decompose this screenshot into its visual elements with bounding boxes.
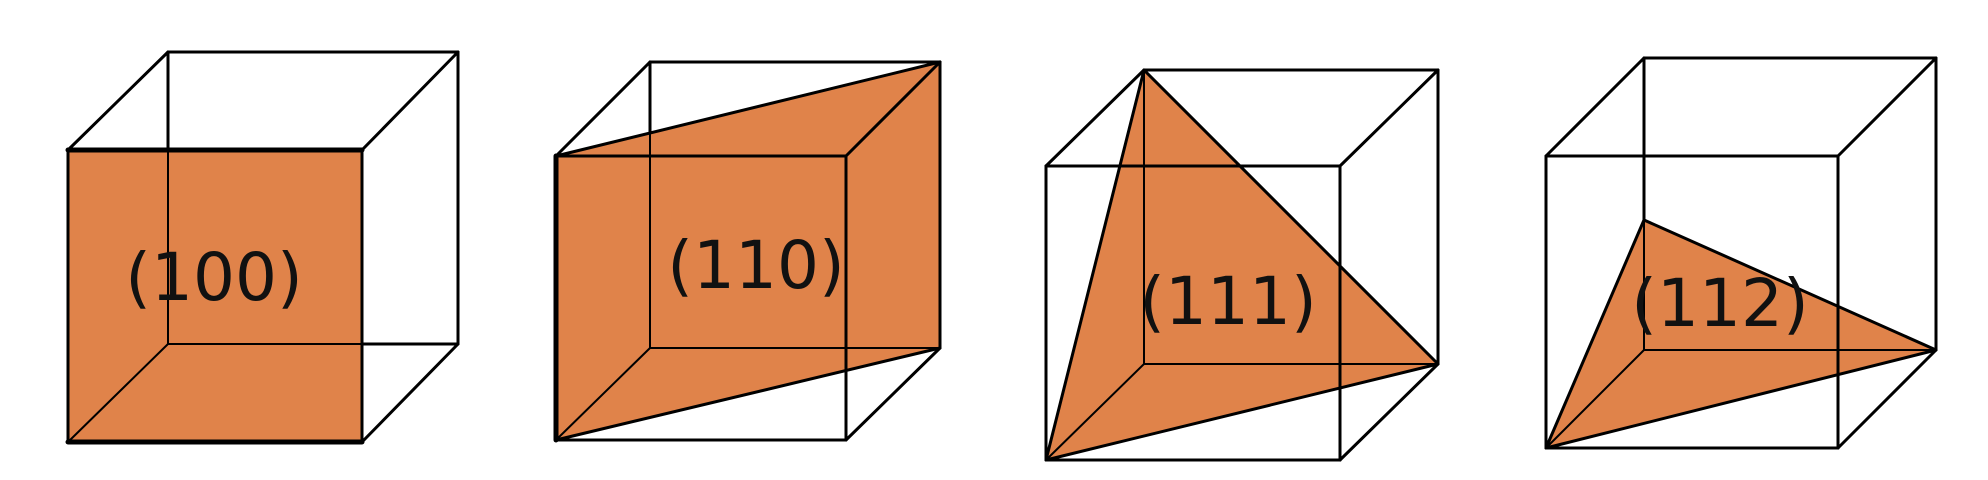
cube-100-label: (100) (125, 239, 302, 316)
cube-110-diagonal-edge (844, 60, 942, 158)
cube-100-hidden-edge (67, 343, 169, 443)
cube-112: (112) (1544, 56, 1938, 450)
cube-112-depth-edge (1836, 348, 1938, 450)
cube-100-depth-edge (360, 50, 460, 152)
cube-112-hidden-edge (1545, 349, 1645, 449)
cube-111-label: (111) (1139, 263, 1316, 340)
cube-111: (111) (1044, 68, 1440, 462)
cube-112-label: (112) (1631, 265, 1808, 342)
cube-100-depth-edge (66, 50, 170, 152)
cube-110-label: (110) (667, 227, 844, 304)
cube-100-depth-edge (360, 342, 460, 444)
cube-111-depth-edge (1338, 68, 1440, 168)
cube-110: (110) (553, 60, 942, 443)
cube-100: (100) (65, 50, 460, 445)
cube-110-hidden-edge (555, 347, 651, 441)
cube-110-depth-edge (844, 346, 942, 442)
cube-112-depth-edge (1544, 56, 1646, 158)
cube-111-depth-edge (1044, 68, 1146, 168)
cube-111-depth-edge (1338, 362, 1440, 462)
cube-110-depth-edge (554, 60, 652, 158)
cube-111-hidden-edge (1045, 363, 1145, 461)
cube-112-depth-edge (1836, 56, 1938, 158)
